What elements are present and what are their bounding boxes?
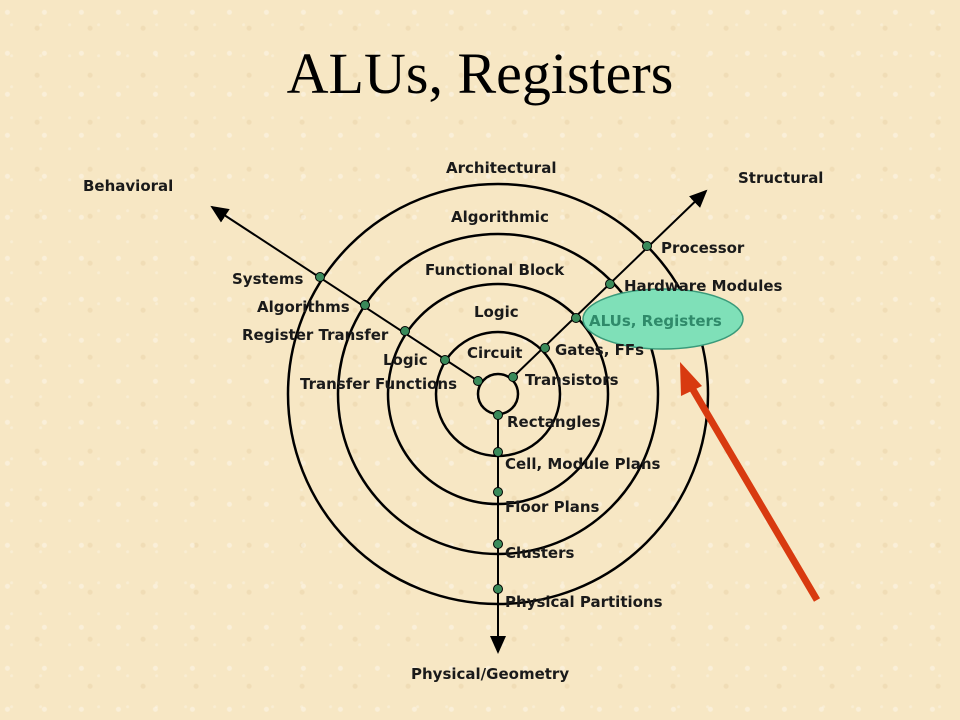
label-rectangles: Rectangles <box>507 413 601 431</box>
highlight-ellipse <box>582 288 744 350</box>
node-rectangles <box>493 410 503 420</box>
node-logic-behavioral <box>440 355 450 365</box>
node-hardware-modules <box>605 279 615 289</box>
node-processor <box>642 241 652 251</box>
label-systems: Systems <box>232 270 303 288</box>
slide-title: ALUs, Registers <box>286 41 674 106</box>
label-register-transfer: Register Transfer <box>242 326 389 344</box>
level-logic: Logic <box>474 303 519 321</box>
axis-label-structural: Structural <box>738 169 823 187</box>
node-clusters <box>493 539 503 549</box>
level-circuit: Circuit <box>467 344 522 362</box>
node-algorithms <box>360 300 370 310</box>
label-transistors: Transistors <box>525 371 619 389</box>
label-floor-plans: Floor Plans <box>505 498 600 516</box>
level-functional-block: Functional Block <box>425 261 565 279</box>
node-systems <box>315 272 325 282</box>
node-gates-ffs <box>540 343 550 353</box>
axis-label-physical: Physical/Geometry <box>411 665 569 683</box>
label-logic-behavioral: Logic <box>383 351 428 369</box>
label-processor: Processor <box>661 239 745 257</box>
node-register-transfer <box>400 326 410 336</box>
label-gates-ffs: Gates, FFs <box>555 341 644 359</box>
label-alus-registers: ALUs, Registers <box>589 312 722 330</box>
level-algorithmic: Algorithmic <box>451 208 549 226</box>
axis-label-behavioral: Behavioral <box>83 177 173 195</box>
node-cell-module-plans <box>493 447 503 457</box>
node-transfer-functions <box>473 376 483 386</box>
label-transfer-functions: Transfer Functions <box>300 375 457 393</box>
level-architectural: Architectural <box>446 159 556 177</box>
label-cell-module-plans: Cell, Module Plans <box>505 455 661 473</box>
behavioral-axis <box>210 205 479 382</box>
node-alus-registers <box>571 313 581 323</box>
node-transistors <box>508 372 518 382</box>
label-clusters: Clusters <box>505 544 574 562</box>
label-hardware-modules: Hardware Modules <box>624 277 783 295</box>
red-pointer-arrow <box>680 362 821 602</box>
label-physical-partitions: Physical Partitions <box>505 593 663 611</box>
node-physical-partitions <box>493 584 503 594</box>
node-floor-plans <box>493 487 503 497</box>
label-algorithms: Algorithms <box>257 298 350 316</box>
